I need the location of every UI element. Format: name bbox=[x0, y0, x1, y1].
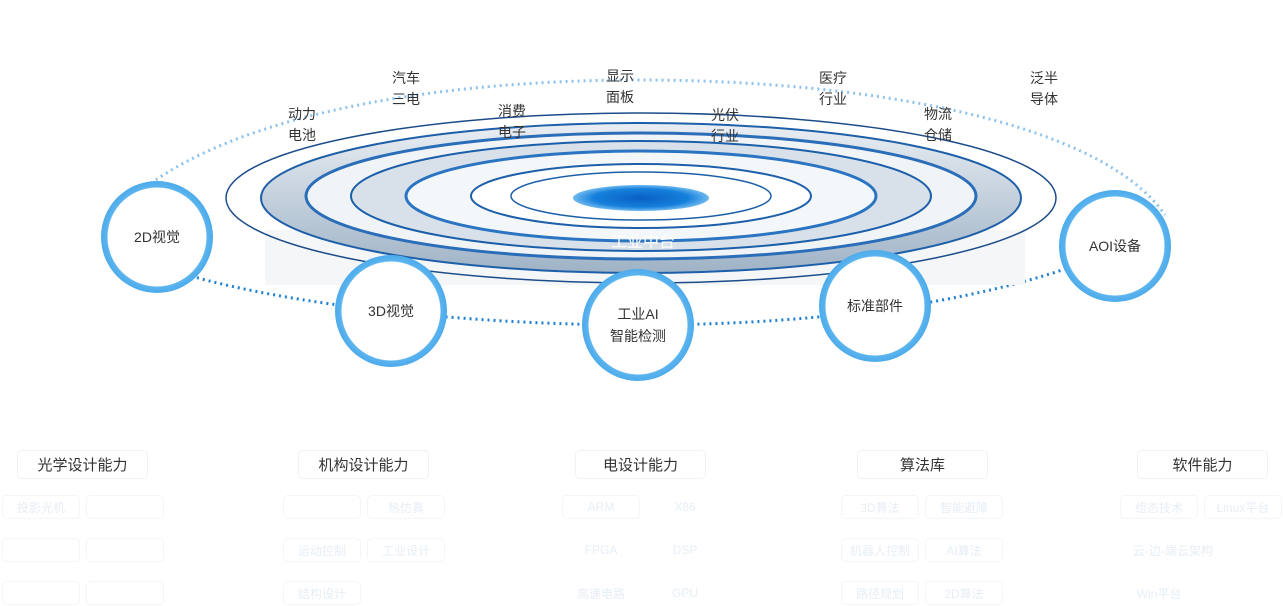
industry-label: 医疗行业 bbox=[819, 70, 847, 107]
industry-display-panel[interactable]: 显示面板 bbox=[585, 66, 655, 108]
capability-tag[interactable] bbox=[283, 495, 361, 519]
capability-tag[interactable]: ARM bbox=[562, 495, 640, 519]
capability-tag[interactable]: 3D算法 bbox=[841, 495, 919, 519]
capability-tag[interactable]: FPGA bbox=[584, 543, 618, 557]
capability-tag[interactable]: 结构设计 bbox=[283, 581, 361, 605]
capability-tag[interactable] bbox=[1204, 581, 1282, 605]
industry-logistics[interactable]: 物流仓储 bbox=[903, 104, 973, 146]
capability-tag[interactable]: 2D算法 bbox=[925, 581, 1003, 605]
industry-auto-electric[interactable]: 汽车三电 bbox=[371, 68, 441, 110]
capability-tag[interactable] bbox=[86, 581, 164, 605]
capability-tag[interactable]: 高速电路 bbox=[576, 586, 625, 601]
node-aoi-equipment[interactable]: AOI设备 bbox=[1059, 190, 1171, 302]
industry-label: 消费电子 bbox=[498, 103, 526, 140]
capability-tag[interactable]: 运动控制 bbox=[283, 538, 361, 562]
capability-header[interactable]: 光学设计能力 bbox=[17, 450, 148, 479]
industry-medical[interactable]: 医疗行业 bbox=[798, 68, 868, 110]
node-industrial-ai[interactable]: 工业AI 智能检测 bbox=[582, 269, 694, 381]
node-label: AOI设备 bbox=[1088, 238, 1142, 254]
capability-header[interactable]: 算法库 bbox=[857, 450, 988, 479]
capability-tag[interactable]: 工业设计 bbox=[367, 538, 445, 562]
capability-tag[interactable] bbox=[2, 581, 80, 605]
industry-label: 泛半导体 bbox=[1030, 70, 1058, 107]
industry-label: 汽车三电 bbox=[392, 70, 420, 107]
industry-label: 显示面板 bbox=[606, 68, 634, 105]
capability-tag[interactable]: GPU bbox=[671, 586, 698, 600]
capability-tag[interactable]: DSP bbox=[672, 543, 698, 557]
node-label: 标准部件 bbox=[847, 298, 903, 314]
node-label: 2D视觉 bbox=[134, 229, 180, 245]
industry-power-battery[interactable]: 动力电池 bbox=[267, 104, 337, 146]
industry-label: 光伏行业 bbox=[711, 107, 739, 144]
industry-semiconductor[interactable]: 泛半导体 bbox=[1009, 68, 1079, 110]
industry-label: 物流仓储 bbox=[924, 106, 952, 143]
capability-tag[interactable]: X86 bbox=[674, 500, 696, 514]
capability-tag[interactable]: 智能避障 bbox=[925, 495, 1003, 519]
capability-tag[interactable] bbox=[2, 538, 80, 562]
capability-header[interactable]: 电设计能力 bbox=[575, 450, 706, 479]
industry-photovoltaic[interactable]: 光伏行业 bbox=[690, 105, 760, 147]
capability-tag[interactable]: 云-边-端云架构 bbox=[1133, 543, 1213, 558]
capability-header[interactable]: 软件能力 bbox=[1137, 450, 1268, 479]
capability-tag[interactable]: 热仿真 bbox=[367, 495, 445, 519]
node-2d-vision[interactable]: 2D视觉 bbox=[101, 181, 213, 293]
node-label: 3D视觉 bbox=[368, 303, 414, 319]
node-label-line2: 智能检测 bbox=[610, 328, 666, 344]
capability-tag[interactable] bbox=[86, 495, 164, 519]
capability-tag[interactable]: 投影光机 bbox=[2, 495, 80, 519]
capability-tag[interactable]: 机器人控制 bbox=[841, 538, 919, 562]
node-label: 工业AI bbox=[617, 306, 659, 322]
capability-tag[interactable]: Linux平台 bbox=[1204, 495, 1282, 519]
industry-label: 动力电池 bbox=[288, 106, 316, 143]
capability-tag[interactable] bbox=[86, 538, 164, 562]
capability-tag[interactable]: AI算法 bbox=[925, 538, 1003, 562]
capability-header[interactable]: 机构设计能力 bbox=[298, 450, 429, 479]
platform-graphic bbox=[113, 78, 1167, 327]
capability-tag[interactable]: 组态技术 bbox=[1120, 495, 1198, 519]
node-standard-parts[interactable]: 标准部件 bbox=[819, 250, 931, 362]
platform-label: 工业中台 bbox=[610, 234, 675, 251]
capability-tag[interactable]: Win平台 bbox=[1136, 586, 1182, 601]
industry-consumer-electronics[interactable]: 消费电子 bbox=[477, 101, 547, 143]
capability-tag[interactable]: 路径规划 bbox=[841, 581, 919, 605]
node-3d-vision[interactable]: 3D视觉 bbox=[335, 255, 447, 367]
orbit-top bbox=[113, 78, 1167, 217]
